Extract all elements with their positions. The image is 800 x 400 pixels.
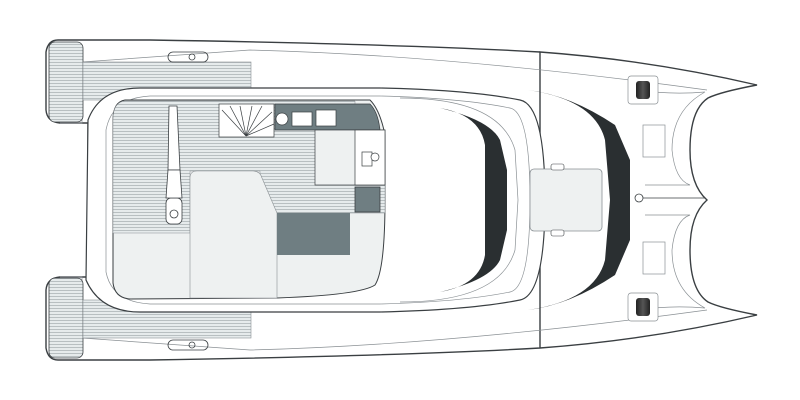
stairs <box>218 103 275 138</box>
swim-platform-starboard <box>48 277 84 359</box>
deck-hatch-icon <box>627 75 659 322</box>
anchor-roller-icon <box>634 193 644 203</box>
helm-seat <box>165 105 183 225</box>
trampoline-hatch <box>529 168 603 232</box>
lounge-seat <box>189 170 278 299</box>
bow-details <box>639 89 706 311</box>
cleat-icon <box>167 51 209 351</box>
foredeck-line <box>399 97 519 303</box>
hull-outline <box>45 39 758 361</box>
sunbed-dark <box>277 213 350 255</box>
padeye-icon <box>550 163 565 237</box>
dark-locker <box>354 186 381 213</box>
galley <box>274 103 386 186</box>
cushion-aft <box>440 108 507 292</box>
flybridge-rim <box>105 95 531 305</box>
swim-platform-port <box>48 41 84 123</box>
